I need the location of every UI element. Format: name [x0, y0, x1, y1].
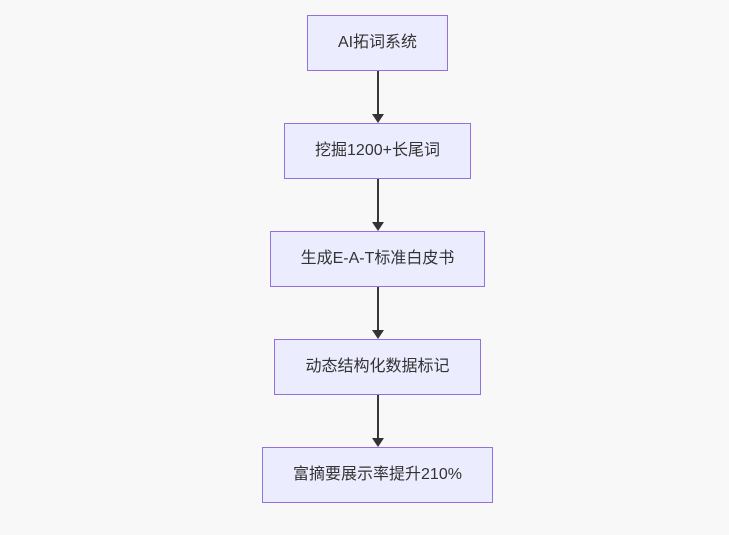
- flow-node-label: 富摘要展示率提升210%: [293, 466, 462, 484]
- flow-node-label: 生成E-A-T标准白皮书: [300, 250, 455, 268]
- flow-node-eat-whitepaper: 生成E-A-T标准白皮书: [269, 231, 486, 287]
- arrow-down-icon: [371, 222, 384, 231]
- arrow-down-icon: [371, 438, 384, 447]
- arrow-line: [376, 287, 379, 330]
- flow-node-rich-snippet-rate: 富摘要展示率提升210%: [262, 447, 493, 503]
- flow-node-label: AI拓词系统: [337, 34, 418, 52]
- arrow-down-icon: [371, 114, 384, 123]
- flow-arrow-2: [371, 179, 385, 231]
- flow-node-longtail-keywords: 挖掘1200+长尾词: [284, 123, 471, 179]
- arrow-line: [376, 71, 379, 114]
- flow-node-label: 挖掘1200+长尾词: [315, 142, 440, 160]
- flow-node-ai-word-system: AI拓词系统: [306, 15, 449, 71]
- flow-node-label: 动态结构化数据标记: [305, 358, 450, 376]
- flow-arrow-4: [371, 395, 385, 447]
- flow-arrow-3: [371, 287, 385, 339]
- arrow-line: [376, 179, 379, 222]
- flow-node-structured-data-markup: 动态结构化数据标记: [274, 339, 481, 395]
- arrow-down-icon: [371, 330, 384, 339]
- flow-arrow-1: [371, 71, 385, 123]
- arrow-line: [376, 395, 379, 438]
- flowchart: AI拓词系统 挖掘1200+长尾词 生成E-A-T标准白皮书 动态结构化数据标记: [13, 15, 729, 503]
